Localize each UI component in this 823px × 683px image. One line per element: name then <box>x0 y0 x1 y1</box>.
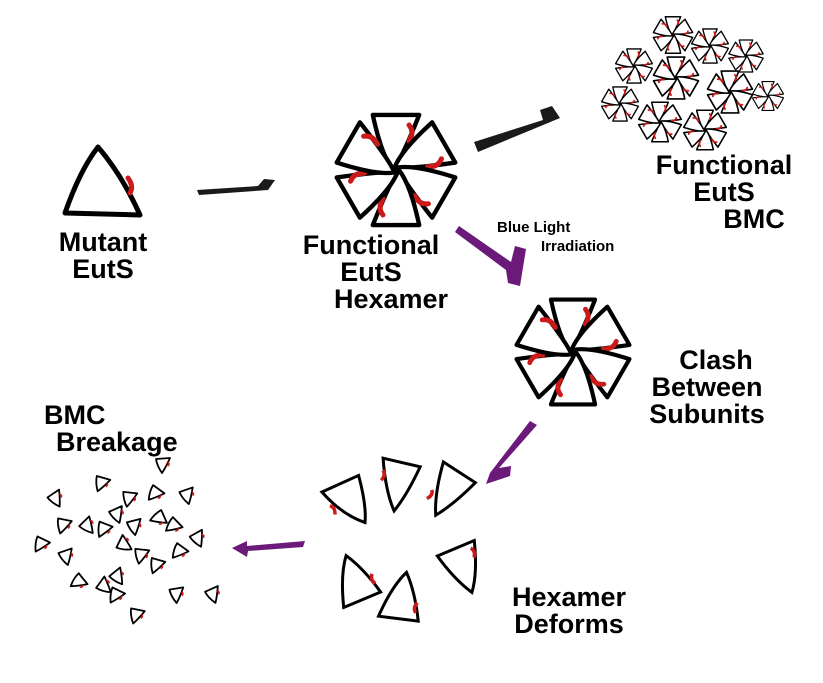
functional-hexamer <box>337 115 456 225</box>
functional-hexamer-label: Functional EutS Hexamer <box>276 232 466 313</box>
bmc-breakage-fragments <box>29 457 224 627</box>
arrow-mutant-to-hexamer <box>197 179 275 195</box>
mutant-euts-subunit <box>62 144 143 218</box>
bmc-label-line-2: EutS <box>693 177 755 207</box>
clash-line-3: Subunits <box>649 399 765 429</box>
clash-line-2: Between <box>651 372 763 402</box>
mutant-euts-label: Mutant EutS <box>48 229 158 283</box>
arrow-hexamer-to-bmc <box>474 106 560 152</box>
blue-light-line-1: Blue Light <box>497 219 571 236</box>
deforms-line-1: Hexamer <box>511 582 627 612</box>
functional-bmc-cluster <box>602 17 784 150</box>
bmc-label-line-3: BMC <box>723 204 785 234</box>
deforms-line-2: Deforms <box>514 609 624 639</box>
mutant-label-line-1: Mutant <box>58 227 148 257</box>
arrow-blue-light <box>455 226 526 286</box>
blue-light-line-2: Irradiation <box>541 238 615 255</box>
bmc-breakage-label: BMC Breakage <box>44 402 204 456</box>
hexamer-label-line-1: Functional <box>302 230 440 260</box>
hexamer-label-line-2: EutS <box>340 257 402 287</box>
clash-line-1: Clash <box>679 345 753 375</box>
hexamer-label-line-3: Hexamer <box>333 284 449 314</box>
deformed-hexamer-subunits <box>319 456 478 623</box>
bmc-label-line-1: Functional <box>655 150 793 180</box>
breakage-line-2: Breakage <box>56 427 178 457</box>
clash-label: Clash Between Subunits <box>622 347 792 428</box>
hexamer-deforms-label: Hexamer Deforms <box>494 584 644 638</box>
clash-hexamer <box>517 300 630 405</box>
arrow-deform-to-breakage <box>232 541 305 557</box>
blue-light-label: Blue Light Irradiation <box>497 220 647 254</box>
breakage-line-1: BMC <box>44 400 106 430</box>
functional-bmc-label: Functional EutS BMC <box>636 152 812 233</box>
arrow-clash-to-deform <box>486 421 537 484</box>
mutant-label-line-2: EutS <box>72 254 134 284</box>
